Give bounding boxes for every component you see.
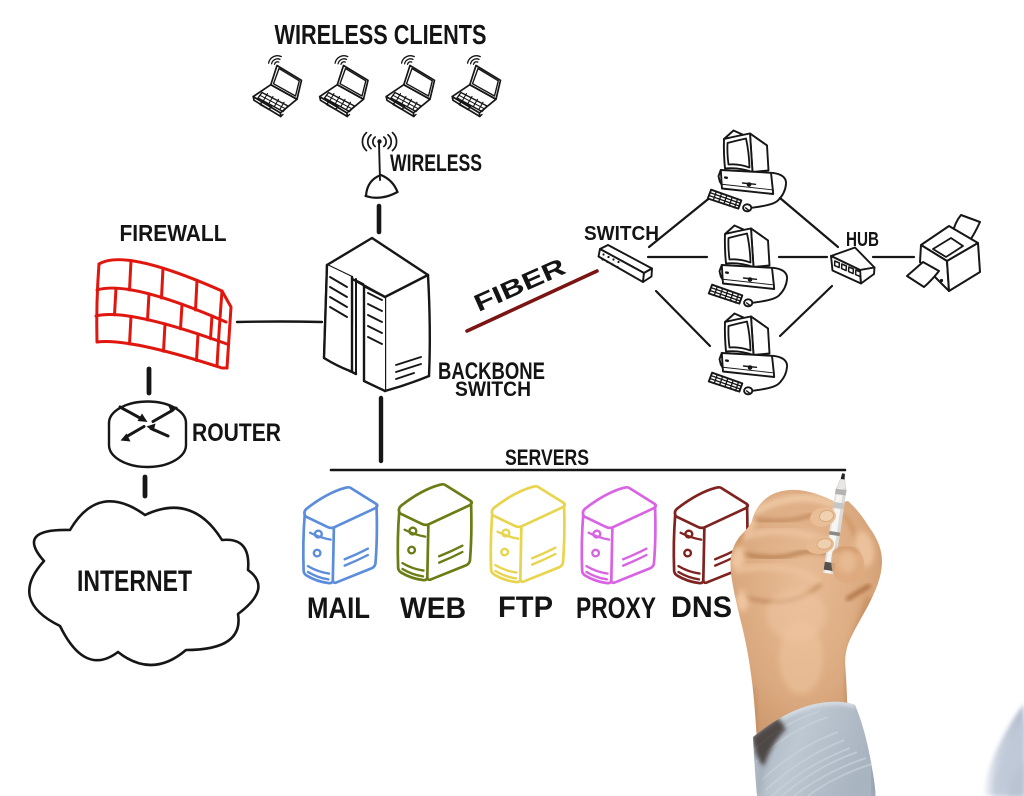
svg-text:ROUTER: ROUTER [192, 419, 281, 447]
svg-text:PROXY: PROXY [576, 592, 656, 625]
svg-text:WIRELESS CLIENTS: WIRELESS CLIENTS [275, 19, 487, 50]
svg-text:MAIL: MAIL [307, 592, 370, 625]
svg-text:WEB: WEB [400, 592, 466, 625]
svg-text:SWITCH: SWITCH [584, 223, 659, 245]
svg-text:FIREWALL: FIREWALL [120, 220, 227, 246]
svg-text:SWITCH: SWITCH [455, 378, 531, 401]
svg-text:WIRELESS: WIRELESS [390, 150, 482, 177]
svg-text:INTERNET: INTERNET [77, 565, 192, 598]
svg-text:BACKBONE: BACKBONE [438, 358, 545, 385]
svg-text:HUB: HUB [846, 229, 879, 251]
svg-text:SERVERS: SERVERS [505, 445, 589, 470]
svg-text:FTP: FTP [498, 591, 553, 624]
svg-text:DNS: DNS [671, 591, 732, 624]
